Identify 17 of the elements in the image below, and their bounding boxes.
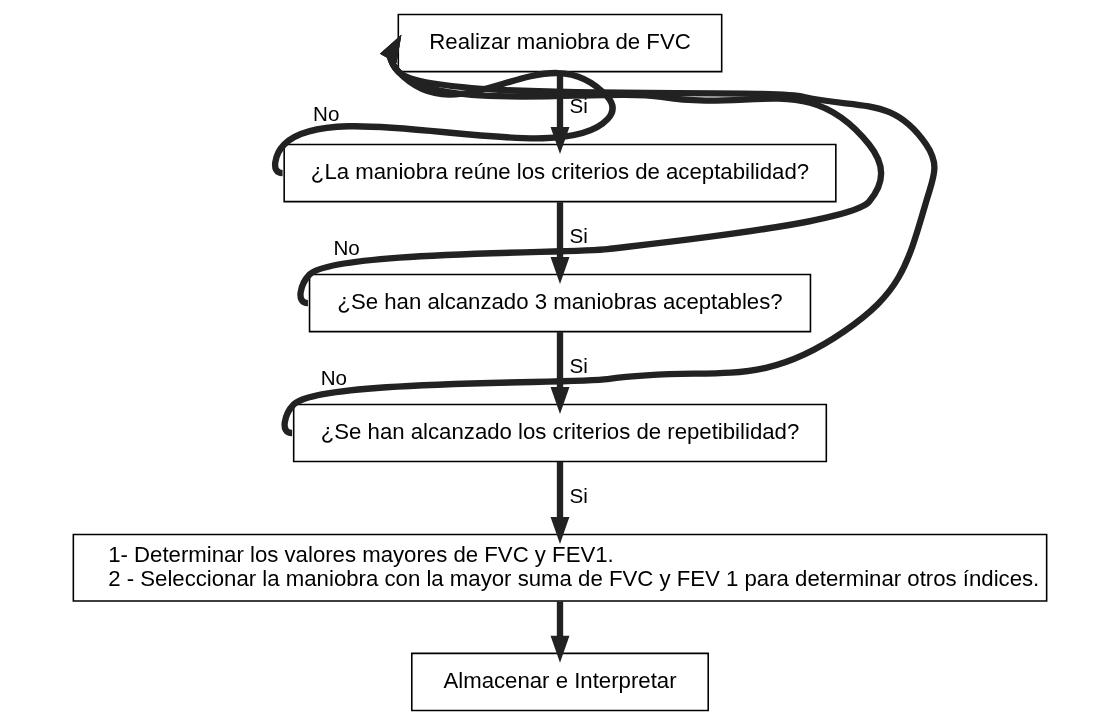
node-box: Almacenar e Interpretar — [410, 652, 709, 712]
arrow — [550, 601, 569, 663]
node-box: ¿Se han alcanzado 3 maniobras aceptables? — [308, 273, 811, 333]
arrow — [271, 34, 616, 176]
arrow — [550, 461, 569, 544]
arrow — [550, 202, 569, 285]
node-box: ¿La maniobra reúne los criterios de aceptabilidad? — [282, 143, 837, 203]
edge-label: Si — [569, 224, 588, 248]
edge-label: No — [333, 236, 360, 260]
node-box: Realizar maniobra de FVC — [397, 13, 722, 73]
node-box: 1- Determinar los valores mayores de FVC y FEV1. 2 - Seleccionar la maniobra con la mayor suma de FVC y FEV 1 para determinar otros índices. — [72, 533, 1047, 602]
edge-label: Si — [569, 94, 588, 118]
edge-label: No — [312, 101, 339, 125]
edge-label: No — [320, 365, 347, 389]
edge-label: Si — [569, 354, 588, 378]
node-box: ¿Se han alcanzado los criterios de repetibilidad? — [292, 403, 827, 463]
edge-label: Si — [569, 484, 588, 508]
